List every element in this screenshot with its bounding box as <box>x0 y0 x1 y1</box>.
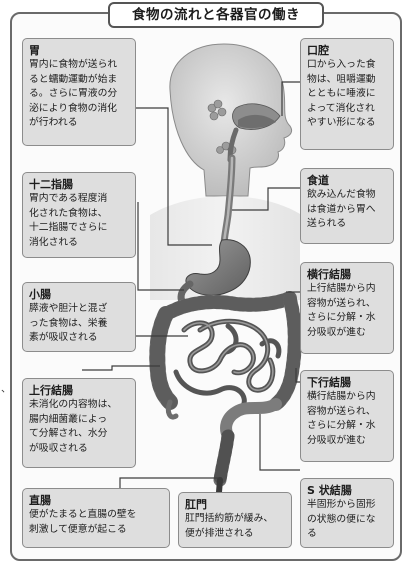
esophagus-description: 飲み込んだ食物 は食道から胃へ 送られる <box>307 188 387 232</box>
ascending-colon-info-box: 上行結腸 未消化の内容物は、 腸内細菌叢によっ て分解され、水分 が吸収される <box>22 378 136 468</box>
descending-colon-heading: 下行結腸 <box>307 375 387 390</box>
duodenum-description: 胃内である程度消 化された食物は、 十二指腸でさらに 消化される <box>29 192 129 250</box>
transverse-colon-heading: 横行結腸 <box>307 267 387 282</box>
small-intestine-description: 膵液や胆汁と混ざ った食物は、栄養 素が吸収される <box>29 302 129 346</box>
mouth-heading: 口腔 <box>307 43 387 58</box>
anus-heading: 肛門 <box>185 497 285 512</box>
anus <box>219 480 220 492</box>
rectum-description: 便がたまると直腸の壁を 刺激して便意が起こる <box>29 508 163 537</box>
rectum-info-box: 直腸 便がたまると直腸の壁を 刺激して便意が起こる <box>22 488 170 548</box>
anus-info-box: 肛門 肛門括約筋が緩み、 便が排泄される <box>178 492 292 548</box>
duodenum-info-box: 十二指腸 胃内である程度消 化された食物は、 十二指腸でさらに 消化される <box>22 172 136 258</box>
esophagus-info-box: 食道 飲み込んだ食物 は食道から胃へ 送られる <box>300 168 394 244</box>
small-intestine-heading: 小腸 <box>29 287 129 302</box>
ascending-colon-heading: 上行結腸 <box>29 383 129 398</box>
descending-colon-info-box: 下行結腸 横行結腸から内 容物が送られ、 さらに分解・水 分吸収が進む <box>300 370 394 462</box>
mouth-info-box: 口腔 口から入った食 物は、咀嚼運動 とともに唾液に よって消化され やすい形に… <box>300 38 394 150</box>
descending-colon-description: 横行結腸から内 容物が送られ、 さらに分解・水 分吸収が進む <box>307 390 387 448</box>
sigmoid-colon-heading: S 状結腸 <box>307 483 387 498</box>
stomach-heading: 胃 <box>29 43 129 58</box>
rectum-heading: 直腸 <box>29 493 163 508</box>
stomach-description: 胃内に食物が送られ ると蠕動運動が始ま る。さらに胃液の分 泌により食物の消化 … <box>29 58 129 131</box>
duodenum-heading: 十二指腸 <box>29 177 129 192</box>
sigmoid-colon <box>226 404 276 436</box>
sigmoid-colon-info-box: S 状結腸 半固形から固形 の状態の便にな る <box>300 478 394 548</box>
sigmoid-colon-description: 半固形から固形 の状態の便にな る <box>307 498 387 542</box>
mouth-description: 口から入った食 物は、咀嚼運動 とともに唾液に よって消化され やすい形になる <box>307 58 387 131</box>
anus-description: 肛門括約筋が緩み、 便が排泄される <box>185 512 285 541</box>
ascending-colon-description: 未消化の内容物は、 腸内細菌叢によっ て分解され、水分 が吸収される <box>29 398 129 456</box>
esophagus-heading: 食道 <box>307 173 387 188</box>
stomach-info-box: 胃 胃内に食物が送られ ると蠕動運動が始ま る。さらに胃液の分 泌により食物の消… <box>22 38 136 146</box>
transverse-colon-description: 上行結腸から内 容物が送られ、 さらに分解・水 分吸収が進む <box>307 282 387 340</box>
transverse-colon-info-box: 横行結腸 上行結腸から内 容物が送られ、 さらに分解・水 分吸収が進む <box>300 262 394 354</box>
small-intestine-info-box: 小腸 膵液や胆汁と混ざ った食物は、栄養 素が吸収される <box>22 282 136 352</box>
